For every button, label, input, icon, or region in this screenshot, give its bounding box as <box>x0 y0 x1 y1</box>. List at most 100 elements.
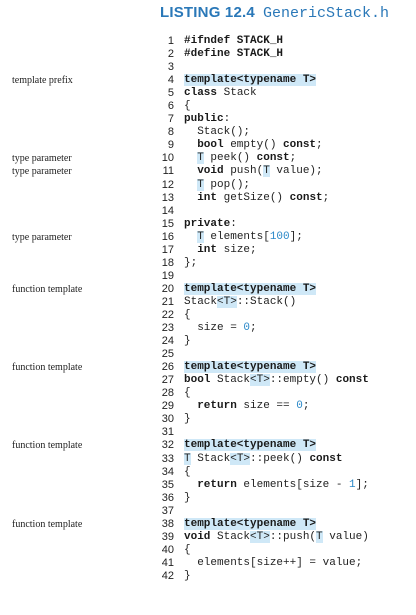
code-token: : <box>223 113 231 126</box>
code-token: size; <box>217 243 257 256</box>
line-number: 26 <box>161 361 174 374</box>
code-text: class Stack <box>184 87 257 100</box>
code-line: 25 <box>0 348 416 361</box>
code-token: <T> <box>250 530 270 543</box>
code-text: template<typename T> <box>184 517 317 531</box>
code-token: { <box>184 308 191 321</box>
line-number: 11 <box>162 165 174 178</box>
code-token: T <box>197 178 204 191</box>
code-text: int getSize() const; <box>184 192 329 205</box>
code-text: bool Stack<T>::empty() const <box>184 374 369 387</box>
code-token: ]; <box>289 230 303 243</box>
code-token: ::empty() <box>269 374 336 387</box>
code-token: bool <box>184 374 211 387</box>
code-token: T <box>316 530 323 543</box>
code-line: 36} <box>0 492 416 505</box>
code-token: } <box>184 569 191 582</box>
code-line: 9 bool empty() const; <box>0 139 416 152</box>
code-line: 19 <box>0 270 416 283</box>
line-number: 41 <box>161 556 174 569</box>
code-token: pop(); <box>203 178 251 191</box>
code-token <box>184 139 197 151</box>
code-token: elements[size - <box>236 478 350 491</box>
code-token: 0 <box>243 322 251 335</box>
code-token: T <box>197 152 204 165</box>
code-line: 14 <box>0 205 416 218</box>
margin-annotation: function template <box>12 440 83 452</box>
code-token: const <box>283 139 317 152</box>
code-line: 22{ <box>0 309 416 322</box>
code-token: { <box>184 465 191 478</box>
code-line: type parameter 11 void push(T value); <box>0 165 416 178</box>
line-number: 21 <box>161 295 174 308</box>
code-text: { <box>184 466 191 479</box>
line-number: 34 <box>161 465 174 478</box>
code-token: Stack(); <box>184 126 251 139</box>
code-text: void push(T value); <box>184 165 323 178</box>
code-token <box>184 152 197 164</box>
code-text: template<typename T> <box>184 439 317 452</box>
code-token: Stack <box>217 87 257 100</box>
code-token: size == <box>236 400 297 413</box>
line-number: 3 <box>167 61 174 74</box>
code-token: private <box>184 217 231 230</box>
line-number: 36 <box>161 491 174 504</box>
margin-annotation: function template <box>12 283 83 295</box>
code-token: ; <box>316 139 323 152</box>
line-number: 16 <box>161 230 174 243</box>
code-token: T <box>263 165 270 178</box>
code-token: <T> <box>217 295 237 308</box>
code-text: template<typename T> <box>184 361 317 374</box>
line-number: 38 <box>161 517 174 530</box>
margin-annotation: type parameter <box>12 166 72 178</box>
code-text: template<typename T> <box>184 282 317 296</box>
line-number: 1 <box>167 35 174 47</box>
line-number: 7 <box>167 113 174 126</box>
code-token: void <box>184 530 211 543</box>
code-token: ::Stack() <box>236 295 297 308</box>
code-line: 23 size = 0; <box>0 322 416 335</box>
listing-filename: GenericStack.h <box>262 5 389 22</box>
code-token: const <box>289 191 323 204</box>
margin-annotation: type parameter <box>12 153 72 165</box>
code-line: 40{ <box>0 544 416 557</box>
line-number: 19 <box>161 269 174 282</box>
code-text: bool empty() const; <box>184 139 323 152</box>
code-text: T elements[100]; <box>184 230 303 244</box>
code-token: value); <box>269 165 323 178</box>
line-number: 9 <box>167 139 174 152</box>
code-text: elements[size++] = value; <box>184 557 362 570</box>
code-token: void <box>197 165 224 178</box>
code-text: } <box>184 335 191 348</box>
code-line: function template 32 template<typename T> <box>0 439 416 452</box>
line-number: 17 <box>161 243 174 256</box>
code-token: public <box>184 113 224 126</box>
code-token: ; <box>302 400 310 413</box>
code-token: push( <box>223 165 264 178</box>
code-text: return elements[size - 1]; <box>184 479 369 492</box>
code-text: #define STACK_H <box>184 48 283 61</box>
code-text: Stack(); <box>184 126 250 139</box>
code-line: 7 public: <box>0 113 416 126</box>
line-number: 18 <box>161 256 174 269</box>
line-number: 14 <box>161 204 174 217</box>
code-token: { <box>184 387 191 400</box>
code-token: } <box>184 335 191 348</box>
code-token: Stack <box>210 374 251 387</box>
line-number: 6 <box>167 100 174 113</box>
line-number: 23 <box>161 322 174 335</box>
line-number: 32 <box>161 439 174 452</box>
margin-annotation: template prefix <box>12 75 73 87</box>
code-token: size = <box>184 322 244 335</box>
code-line: 29 return size == 0; <box>0 400 416 413</box>
code-token: value) <box>322 530 369 543</box>
code-token: template<typename T> <box>184 282 317 295</box>
code-token <box>184 479 197 491</box>
code-line: 13 int getSize() const; <box>0 192 416 205</box>
margin-annotation: function template <box>12 362 83 374</box>
